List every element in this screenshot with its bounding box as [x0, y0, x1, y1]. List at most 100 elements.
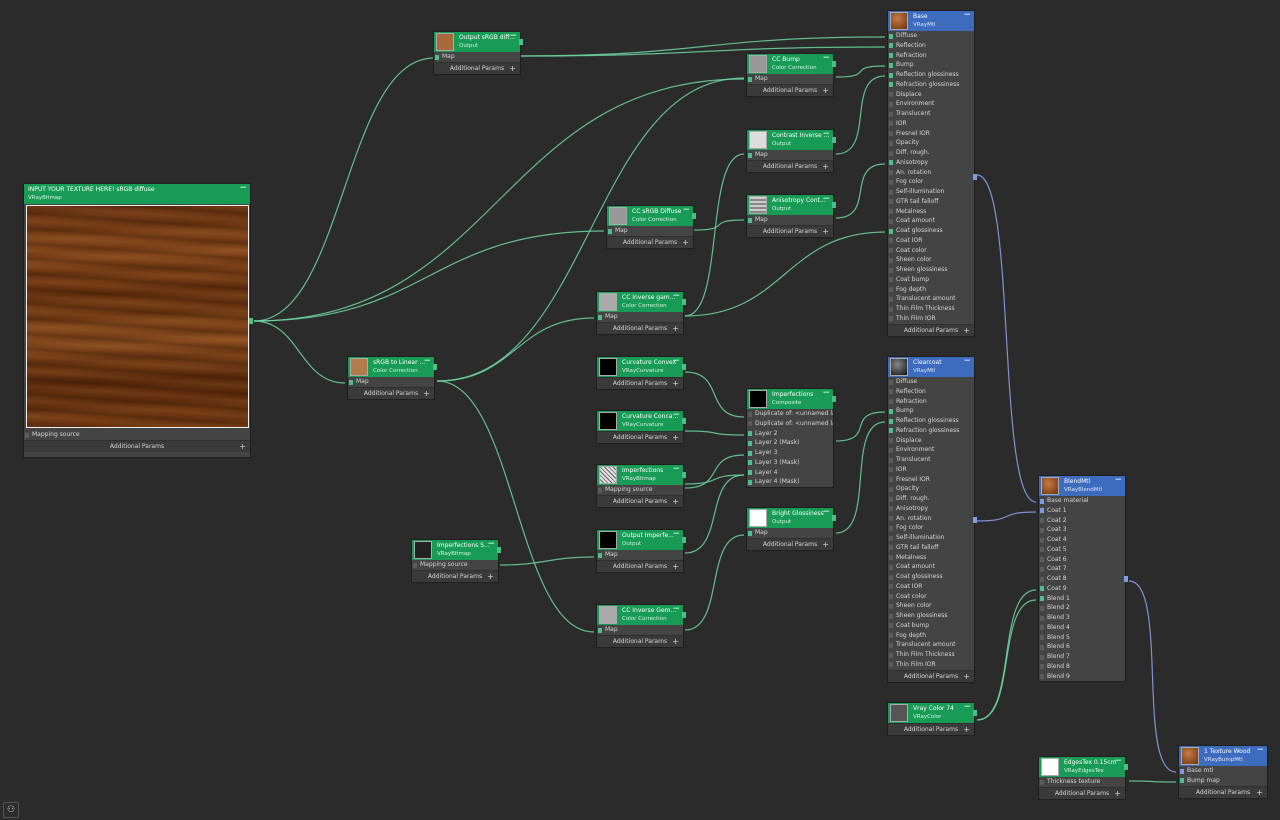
socket-row[interactable]: Reflection [888, 41, 974, 51]
minus-icon[interactable]: − [239, 184, 247, 193]
minus-icon[interactable]: − [672, 465, 680, 474]
socket-row[interactable]: Thin Film Thickness [888, 650, 974, 660]
output-port[interactable] [832, 137, 836, 143]
socket-row[interactable]: Coat bump [888, 621, 974, 631]
node-header[interactable]: Curvature Conca...VRayCurvature− [597, 411, 683, 431]
output-port[interactable] [682, 418, 686, 424]
plus-icon[interactable]: + [423, 388, 430, 398]
socket-row[interactable]: Map [747, 215, 833, 225]
additional-params-button[interactable]: Additional Params+ [24, 439, 250, 452]
output-port[interactable] [682, 472, 686, 478]
additional-params-button[interactable]: Additional Params+ [888, 669, 974, 682]
connection-wire[interactable] [976, 599, 1037, 721]
socket-row[interactable]: Map [607, 226, 693, 236]
socket-row[interactable]: Coat 3 [1039, 525, 1125, 535]
output-port[interactable] [682, 299, 686, 305]
plus-icon[interactable]: + [672, 433, 679, 442]
output-port[interactable] [682, 364, 686, 370]
connection-wire[interactable] [835, 421, 886, 534]
socket-row[interactable]: GTR tail falloff [888, 197, 974, 207]
minus-icon[interactable]: − [963, 11, 971, 20]
minus-icon[interactable]: − [822, 195, 830, 204]
socket-row[interactable]: Displace [888, 436, 974, 446]
socket-row[interactable]: Displace [888, 90, 974, 100]
socket-row[interactable]: Duplicate of: <unnamed laye... [747, 419, 833, 429]
socket-row[interactable]: Base material [1039, 496, 1125, 506]
connection-wire[interactable] [835, 411, 886, 442]
socket-row[interactable]: Layer 4 [747, 468, 833, 478]
node-header[interactable]: sRGB to Linear ...Color Correction− [348, 357, 434, 377]
socket-row[interactable]: Coat bump [888, 275, 974, 285]
socket-row[interactable]: Blend 2 [1039, 603, 1125, 613]
additional-params-button[interactable]: Additional Params+ [412, 569, 498, 582]
socket-row[interactable]: Coat color [888, 246, 974, 256]
socket-row[interactable]: Coat glossiness [888, 226, 974, 236]
connection-wire[interactable] [436, 380, 595, 633]
plus-icon[interactable]: + [822, 226, 829, 236]
connection-wire[interactable] [684, 454, 745, 489]
socket-row[interactable]: Layer 3 [747, 448, 833, 458]
additional-params-button[interactable]: Additional Params+ [597, 377, 683, 389]
node-header[interactable]: CC Inverse Gem...Color Correction− [597, 605, 683, 625]
socket-row[interactable]: Coat amount [888, 216, 974, 226]
socket-row[interactable]: Reflection glossiness [888, 416, 974, 426]
socket-row[interactable]: Thickness texture [1039, 777, 1125, 787]
socket-row[interactable]: Translucent amount [888, 640, 974, 650]
socket-row[interactable]: Coat 5 [1039, 545, 1125, 555]
connection-wire[interactable] [693, 219, 745, 231]
additional-params-button[interactable]: Additional Params+ [1179, 785, 1267, 798]
plus-icon[interactable]: + [509, 63, 516, 73]
connection-wire[interactable] [684, 474, 745, 554]
socket-row[interactable]: Translucent [888, 109, 974, 119]
socket-row[interactable]: An. rotation [888, 514, 974, 524]
minus-icon[interactable]: − [672, 357, 680, 366]
socket-row[interactable]: Coat 9 [1039, 584, 1125, 594]
output-port[interactable] [973, 174, 977, 180]
socket-row[interactable]: Thin Film IOR [888, 660, 974, 670]
minus-icon[interactable]: − [672, 530, 680, 539]
node-header[interactable]: Output sRGB diff...Output− [434, 32, 520, 52]
socket-row[interactable]: Thin Film Thickness [888, 304, 974, 314]
socket-row[interactable]: Duplicate of: <unnamed laye... [747, 409, 833, 419]
plus-icon[interactable]: + [672, 496, 679, 506]
connection-wire[interactable] [436, 77, 745, 382]
socket-row[interactable]: Map [597, 625, 683, 635]
minus-icon[interactable]: − [672, 292, 680, 301]
socket-row[interactable]: Refraction [888, 51, 974, 61]
socket-row[interactable]: Thin Film IOR [888, 314, 974, 324]
connection-wire[interactable] [684, 371, 745, 418]
minus-icon[interactable]: − [963, 703, 971, 712]
output-port[interactable] [249, 318, 253, 324]
socket-row[interactable]: Layer 4 (Mask) [747, 477, 833, 487]
socket-row[interactable]: Sheen color [888, 601, 974, 611]
plus-icon[interactable]: + [822, 539, 829, 549]
socket-row[interactable]: Refraction [888, 397, 974, 407]
socket-row[interactable]: Blend 3 [1039, 613, 1125, 623]
socket-row[interactable]: Opacity [888, 484, 974, 494]
additional-params-button[interactable]: Additional Params+ [434, 61, 520, 74]
plus-icon[interactable]: + [822, 85, 829, 95]
socket-row[interactable]: Coat color [888, 592, 974, 602]
minus-icon[interactable]: − [423, 357, 431, 366]
connection-wire[interactable] [436, 317, 595, 382]
additional-params-button[interactable]: Additional Params+ [747, 159, 833, 172]
socket-row[interactable]: Blend 9 [1039, 672, 1125, 682]
connection-wire[interactable] [1128, 780, 1177, 783]
socket-row[interactable]: Bump [888, 60, 974, 70]
socket-row[interactable]: Base mtl [1179, 766, 1267, 776]
socket-row[interactable]: Diff. rough. [888, 148, 974, 158]
output-port[interactable] [1124, 764, 1128, 770]
connection-wire[interactable] [835, 163, 886, 219]
plus-icon[interactable]: + [963, 325, 970, 335]
socket-row[interactable]: Fog color [888, 177, 974, 187]
plus-icon[interactable]: + [672, 379, 679, 388]
socket-row[interactable]: Fog color [888, 523, 974, 533]
